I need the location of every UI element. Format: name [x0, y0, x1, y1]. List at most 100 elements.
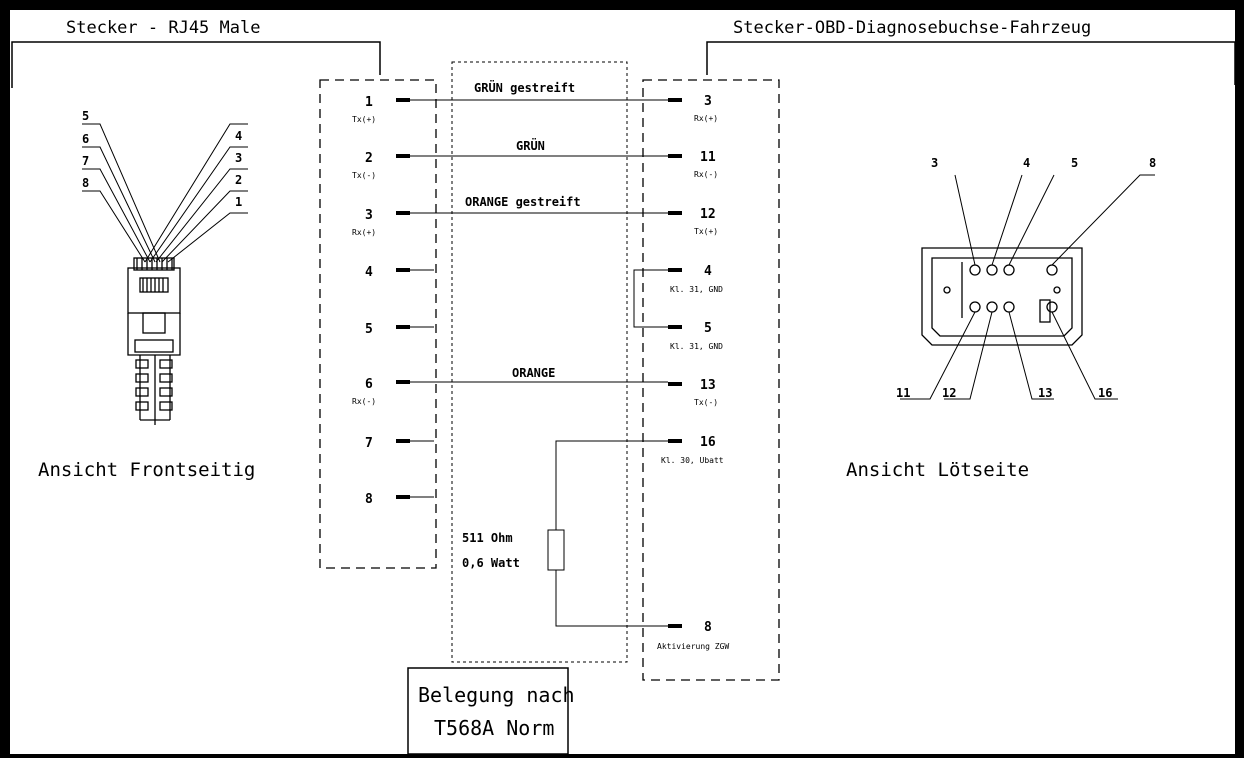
rj45-plug-drawing — [127, 257, 181, 425]
obd-pin-number: 5 — [704, 321, 712, 336]
obd-pin-contact-icon — [668, 211, 682, 215]
rj45-pin-signal: Tx(-) — [352, 171, 376, 180]
obd-pin-number: 16 — [700, 435, 716, 450]
obd-pin-number: 3 — [704, 94, 712, 109]
rj45-pin-contact-icon — [396, 325, 410, 329]
rj45-pin-contact-icon — [396, 211, 410, 215]
norm-box: Belegung nach T568A Norm — [407, 667, 575, 755]
rj45-pin: 7 — [365, 436, 434, 451]
wire-label: GRÜN — [516, 138, 545, 153]
obd-pin-contact-icon — [668, 382, 682, 386]
view-left-label: Ansicht Frontseitig — [38, 459, 255, 481]
obd-pin: 3 Rx(+) — [668, 94, 718, 123]
obd-pin-number: 13 — [700, 378, 716, 393]
obd-pin-number: 12 — [700, 207, 716, 222]
rj45-pin-contact-icon — [396, 268, 410, 272]
rj45-pin-number: 8 — [365, 492, 373, 507]
rj45-pin-number: 6 — [365, 377, 373, 392]
gnd-bridge — [633, 269, 668, 328]
obd-pin-signal: Aktivierung ZGW — [657, 642, 729, 651]
rj45-pin-contact-icon — [396, 98, 410, 102]
resistor-value: 511 Ohm — [462, 531, 513, 545]
rj45-pin-number: 7 — [365, 436, 373, 451]
rj45-pin: 8 — [365, 492, 434, 507]
cable-zone — [451, 61, 628, 663]
obd-pin-list: 3 Rx(+) 11 Rx(-) 12 Tx(+) 4 Kl. 31, GND … — [657, 94, 729, 651]
rj45-callout-4: 4 — [235, 129, 242, 143]
header-left — [11, 41, 381, 88]
obd-pin: 13 Tx(-) — [668, 378, 718, 407]
rj45-pin-signal: Rx(+) — [352, 228, 376, 237]
rj45-callout-3: 3 — [235, 151, 242, 165]
obd-pin: 16 Kl. 30, Ubatt — [661, 435, 724, 465]
obd-callout-16: 16 — [1098, 386, 1112, 400]
rj45-callout-2: 2 — [235, 173, 242, 187]
rj45-pin-box — [319, 79, 437, 569]
obd-callout-12: 12 — [942, 386, 956, 400]
rj45-pin: 4 — [365, 265, 434, 280]
rj45-pin-signal: Tx(+) — [352, 115, 376, 124]
rj45-pin-contact-icon — [396, 380, 410, 384]
obd-pin-signal: Rx(+) — [694, 114, 718, 123]
rj45-pin: 1 Tx(+) — [352, 95, 410, 124]
obd-callout-13: 13 — [1038, 386, 1052, 400]
rj45-callout-1: 1 — [235, 195, 242, 209]
rj45-pin-number: 1 — [365, 95, 373, 110]
obd-pin: 11 Rx(-) — [668, 150, 718, 179]
obd-pin-contact-icon — [668, 624, 682, 628]
obd-pin-contact-icon — [668, 325, 682, 329]
rj45-callout-7: 7 — [82, 154, 89, 168]
obd-pin-signal: Kl. 31, GND — [670, 285, 723, 294]
obd-pin-number: 11 — [700, 150, 716, 165]
rj45-pin-number: 4 — [365, 265, 373, 280]
obd-pin: 5 Kl. 31, GND — [668, 321, 723, 351]
header-right-bracket — [706, 41, 1236, 85]
obd-pin-signal: Tx(-) — [694, 398, 718, 407]
obd-pin: 12 Tx(+) — [668, 207, 718, 236]
obd-pin-number: 8 — [704, 620, 712, 635]
wire-label: ORANGE gestreift — [465, 195, 581, 209]
obd-pin: 8 Aktivierung ZGW — [657, 620, 729, 651]
obd-pin-box — [642, 79, 780, 681]
obd-pin-contact-icon — [668, 154, 682, 158]
obd-pin-contact-icon — [668, 439, 682, 443]
rj45-pin: 2 Tx(-) — [352, 151, 410, 180]
obd-pin-number: 4 — [704, 264, 712, 279]
rj45-callout-5: 5 — [82, 109, 89, 123]
header-left-bracket — [11, 41, 381, 88]
rj45-pin-list: 1 Tx(+) 2 Tx(-) 3 Rx(+) 4 5 6 Rx(-) — [352, 95, 434, 507]
rj45-pin-contact-icon — [396, 495, 410, 499]
rj45-pin: 5 — [365, 322, 434, 337]
wire-label: ORANGE — [512, 366, 555, 380]
obd-pin: 4 Kl. 31, GND — [668, 264, 723, 294]
obd-pin-contact-icon — [668, 98, 682, 102]
rj45-pin-number: 5 — [365, 322, 373, 337]
rj45-callout-6: 6 — [82, 132, 89, 146]
obd-pin-signal: Tx(+) — [694, 227, 718, 236]
obd-callout-4: 4 — [1023, 156, 1030, 170]
rj45-pin: 6 Rx(-) — [352, 377, 410, 406]
obd-callout-11: 11 — [896, 386, 910, 400]
wire-label: GRÜN gestreift — [474, 80, 575, 95]
norm-box-line2: T568A Norm — [434, 716, 554, 740]
resistor: 511 Ohm 0,6 Watt — [462, 440, 668, 627]
rj45-pin-number: 2 — [365, 151, 373, 166]
obd-pin-contact-icon — [668, 268, 682, 272]
wire: ORANGE — [410, 366, 668, 383]
wire: ORANGE gestreift — [410, 195, 668, 214]
resistor-icon — [547, 529, 565, 571]
wire: GRÜN gestreift — [410, 80, 668, 101]
rj45-callout-leaders — [82, 123, 248, 263]
rj45-pin-signal: Rx(-) — [352, 397, 376, 406]
wire: GRÜN — [410, 138, 668, 157]
obd-callout-3: 3 — [931, 156, 938, 170]
rj45-pin-contact-icon — [396, 439, 410, 443]
norm-box-line1: Belegung nach — [418, 683, 575, 707]
obd-pin-signal: Rx(-) — [694, 170, 718, 179]
rj45-callout-8: 8 — [82, 176, 89, 190]
header-left-title: Stecker - RJ45 Male — [66, 18, 260, 38]
obd-callout-leaders — [900, 174, 1155, 400]
obd-pin-signal: Kl. 31, GND — [670, 342, 723, 351]
